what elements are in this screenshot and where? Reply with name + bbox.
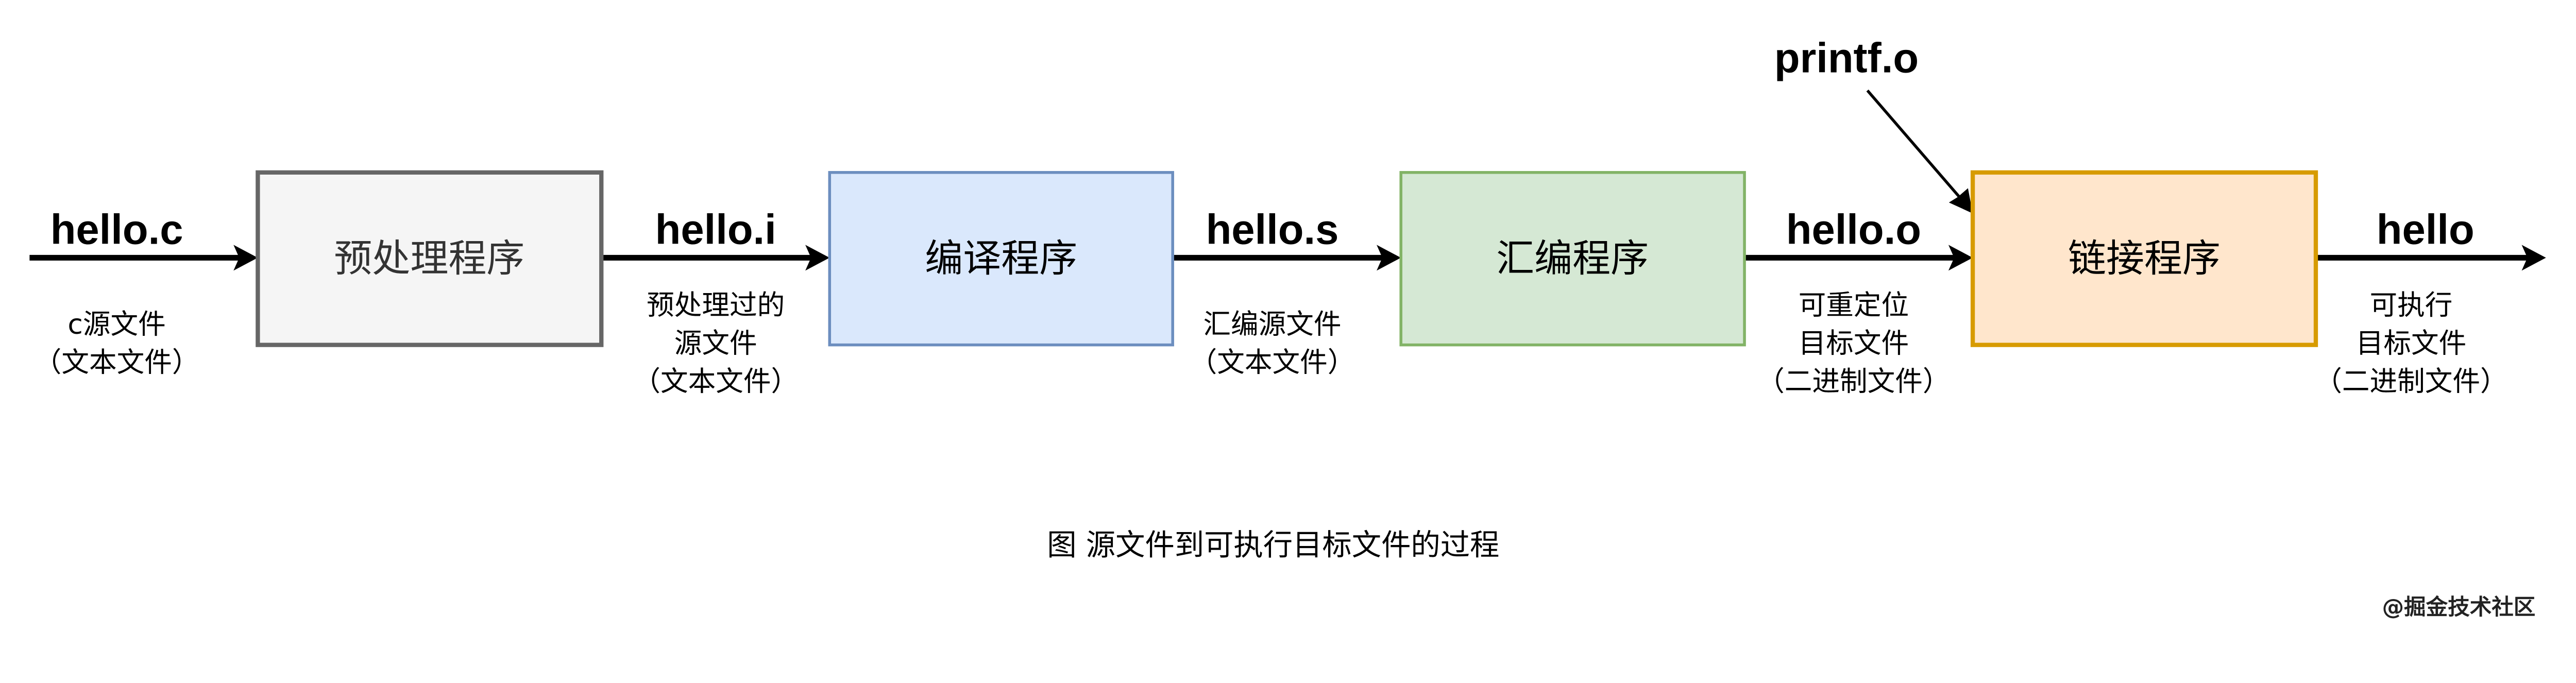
file-desc-hello-c: c源文件 （文本文件） (34, 308, 200, 378)
file-desc-hello-o: 可重定位 目标文件 （二进制文件） (1757, 288, 1950, 397)
watermark: @掘金技术社区 (2382, 595, 2536, 620)
arrowhead-icon (2521, 245, 2546, 271)
compilation-diagram: 预处理程序 编译程序 汇编程序 链接程序 hello.c hello.i hel… (29, 35, 2546, 620)
file-name: hello.i (655, 207, 776, 253)
desc-line: 源文件 (674, 327, 757, 359)
stage-preprocessor: 预处理程序 (256, 170, 604, 347)
file-name: hello.s (1206, 207, 1339, 253)
stage-compiler: 编译程序 (828, 171, 1174, 347)
desc-line: （二进制文件） (2314, 365, 2507, 397)
arrowhead-icon (1948, 245, 1973, 271)
file-desc-hello: 可执行 目标文件 （二进制文件） (2314, 288, 2507, 397)
desc-line: （二进制文件） (1757, 365, 1950, 397)
stage-linker: 链接程序 (1970, 170, 2318, 347)
file-desc-hello-s: 汇编源文件 （文本文件） (1190, 308, 1355, 378)
desc-line: 可重定位 (1799, 288, 1909, 321)
stage-box (1399, 171, 1746, 347)
desc-line: 可执行 (2370, 288, 2453, 321)
desc-line: 汇编源文件 (1203, 308, 1341, 340)
file-name: hello.o (1786, 207, 1921, 253)
stage-title: 链接程序 (2068, 236, 2221, 281)
extra-input-name: printf.o (1774, 35, 1919, 82)
stage-assembler: 汇编程序 (1399, 171, 1746, 347)
file-name: hello.c (50, 207, 183, 253)
stage-title: 汇编程序 (1496, 236, 1649, 281)
arrowhead-icon (1377, 245, 1401, 271)
stage-box (828, 171, 1174, 347)
stage-title: 编译程序 (925, 236, 1077, 281)
desc-line: （文本文件） (34, 346, 200, 378)
arrowhead-icon (233, 245, 258, 271)
desc-line: 预处理过的 (647, 288, 785, 321)
arrowhead-icon (1948, 188, 1973, 214)
arrow-heads (233, 188, 2546, 271)
arrowhead-icon (805, 245, 830, 271)
file-name: hello (2377, 207, 2475, 253)
desc-line: 目标文件 (2356, 327, 2467, 359)
flow-arrows (29, 89, 2540, 261)
desc-line: （文本文件） (1190, 346, 1355, 378)
desc-line: c源文件 (67, 308, 165, 340)
arrow-printf-o (1866, 89, 1969, 207)
desc-line: 目标文件 (1799, 327, 1909, 359)
figure-caption: 图 源文件到可执行目标文件的过程 (1047, 527, 1499, 562)
file-desc-hello-i: 预处理过的 源文件 （文本文件） (633, 288, 799, 397)
stage-box (1970, 170, 2318, 347)
stage-title: 预处理程序 (334, 236, 524, 281)
stage-box (256, 170, 604, 347)
desc-line: （文本文件） (633, 365, 799, 397)
